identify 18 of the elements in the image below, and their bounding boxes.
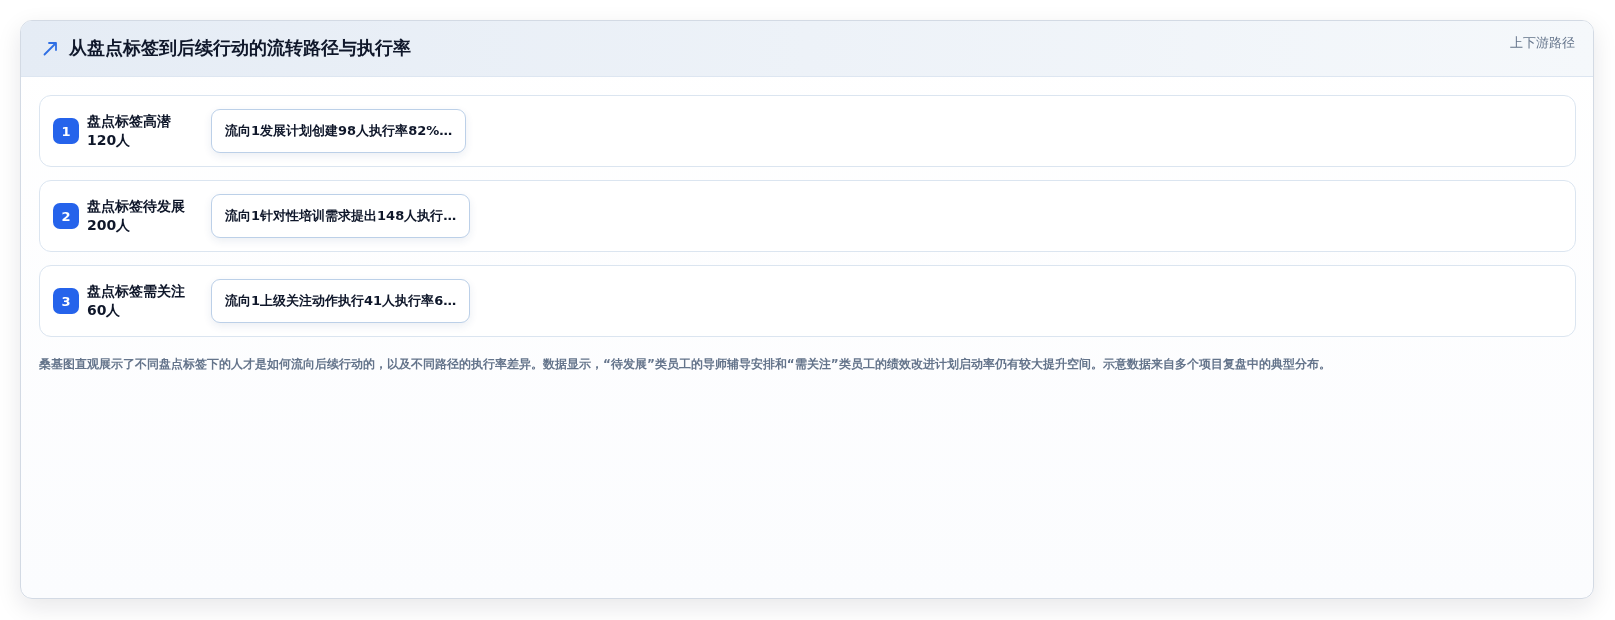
card-title: 从盘点标签到后续行动的流转路径与执行率 <box>69 36 411 60</box>
caption-text: 桑基图直观展示了不同盘点标签下的人才是如何流向后续行动的，以及不同路径的执行率差异。数据显示，“待发展”类员工的导师辅导安排和“需关注”类员工的绩效改进计划启动率仍有较大提升空间。示意数据来自多个项目复盘中的典型分布。 <box>39 356 1332 373</box>
flow-card: 流向1上级关注动作执行41人执行率6… <box>211 279 471 323</box>
number-badge: 3 <box>53 288 79 314</box>
headcount-text: 120人 <box>87 131 131 150</box>
tag-label: 盘点标签需关注 <box>87 282 185 301</box>
tag-label: 盘点标签高潜 <box>87 112 171 131</box>
headcount-text: 200人 <box>87 216 131 235</box>
flow-card: 流向1针对性培训需求提出148人执行… <box>211 194 471 238</box>
header-note: 上下游路径 <box>1510 35 1575 51</box>
flow-card: 流向1发展计划创建98人执行率82%… <box>211 109 467 153</box>
headcount-text: 60人 <box>87 301 121 320</box>
number-badge: 1 <box>53 118 79 144</box>
row-card <box>39 265 1576 337</box>
row-card <box>39 95 1576 167</box>
tag-label: 盘点标签待发展 <box>87 197 185 216</box>
number-badge: 2 <box>53 203 79 229</box>
row-card <box>39 180 1576 252</box>
